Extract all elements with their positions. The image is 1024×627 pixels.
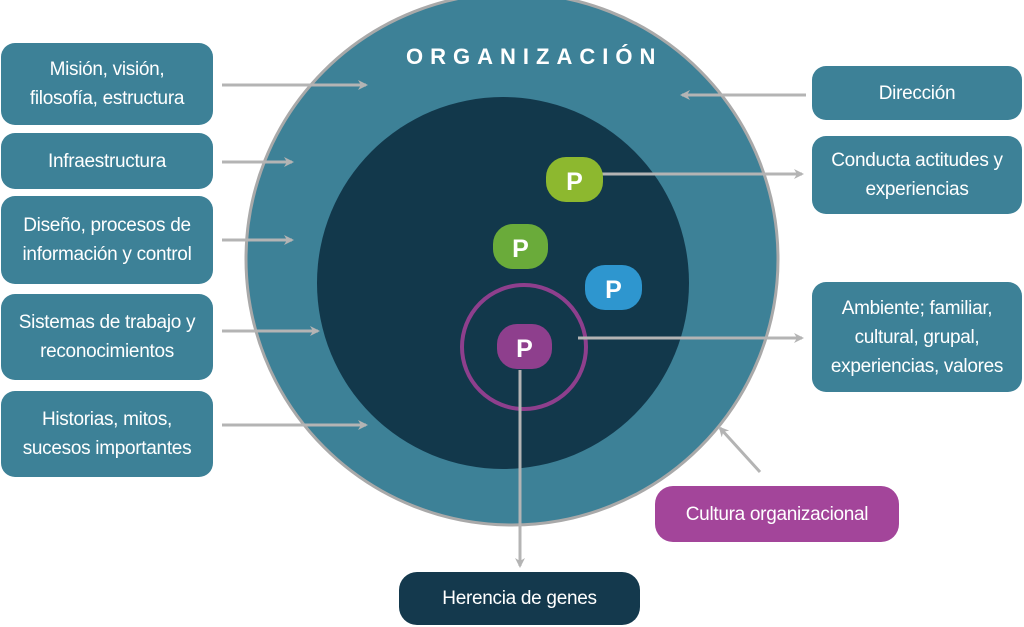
box-ambiente-line-3: experiencias, valores	[830, 355, 1004, 377]
organization-label: ORGANIZACIÓN	[406, 44, 663, 69]
box-direccion-line-1: Dirección	[878, 82, 956, 104]
person-marker-1: P	[546, 157, 603, 202]
person-marker-4-shape	[497, 324, 552, 369]
box-ambiente: Ambiente; familiar, cultural, grupal, expe…	[812, 282, 1022, 392]
person-marker-4-label: P	[516, 335, 533, 363]
box-mision: Misión, visión, filosofía, estructura	[1, 43, 213, 125]
person-marker-4: P	[497, 324, 552, 369]
box-conducta: Conducta actitudes y experiencias	[812, 136, 1022, 214]
arrow-cultura	[718, 426, 762, 474]
person-marker-1-label: P	[566, 168, 583, 196]
box-direccion: Dirección	[812, 66, 1022, 120]
person-marker-1-shape	[546, 157, 603, 202]
person-marker-2: P	[493, 224, 548, 269]
cultura-organizacional-label: Cultura organizacional	[685, 503, 869, 525]
box-infraestructura: Infraestructura	[1, 133, 213, 189]
box-diseno: Diseño, procesos de información y control	[1, 196, 213, 284]
box-cultura-organizacional: Cultura organizacional	[655, 486, 899, 542]
box-conducta-line-2: experiencias	[865, 179, 969, 200]
person-marker-3-label: P	[605, 276, 622, 304]
box-ambiente-line-1: Ambiente; familiar,	[841, 297, 993, 319]
box-sistemas-line-1: Sistemas de trabajo y	[18, 312, 196, 333]
box-historias: Historias, mitos, sucesos importantes	[1, 391, 213, 477]
person-marker-2-shape	[493, 224, 548, 269]
box-diseno-line-1: Diseño, procesos de	[23, 215, 191, 236]
box-sistemas-line-2: reconocimientos	[40, 341, 174, 362]
box-mision-line-1: Misión, visión,	[49, 59, 165, 80]
box-historias-line-2: sucesos importantes	[22, 438, 192, 459]
box-sistemas: Sistemas de trabajo y reconocimientos	[1, 294, 213, 380]
person-marker-3: P	[585, 265, 642, 310]
herencia-de-genes-label: Herencia de genes	[442, 588, 597, 609]
box-conducta-line-1: Conducta actitudes y	[831, 150, 1003, 171]
box-diseno-line-2: información y control	[22, 244, 192, 265]
box-ambiente-line-2: cultural, grupal,	[854, 326, 980, 348]
person-marker-2-label: P	[512, 235, 529, 263]
box-infraestructura-line-1: Infraestructura	[48, 150, 166, 172]
box-historias-line-1: Historias, mitos,	[41, 409, 173, 430]
box-mision-line-2: filosofía, estructura	[29, 88, 185, 109]
person-marker-3-shape	[585, 265, 642, 310]
box-herencia-de-genes: Herencia de genes	[399, 572, 640, 625]
highlight-ring	[460, 283, 588, 411]
